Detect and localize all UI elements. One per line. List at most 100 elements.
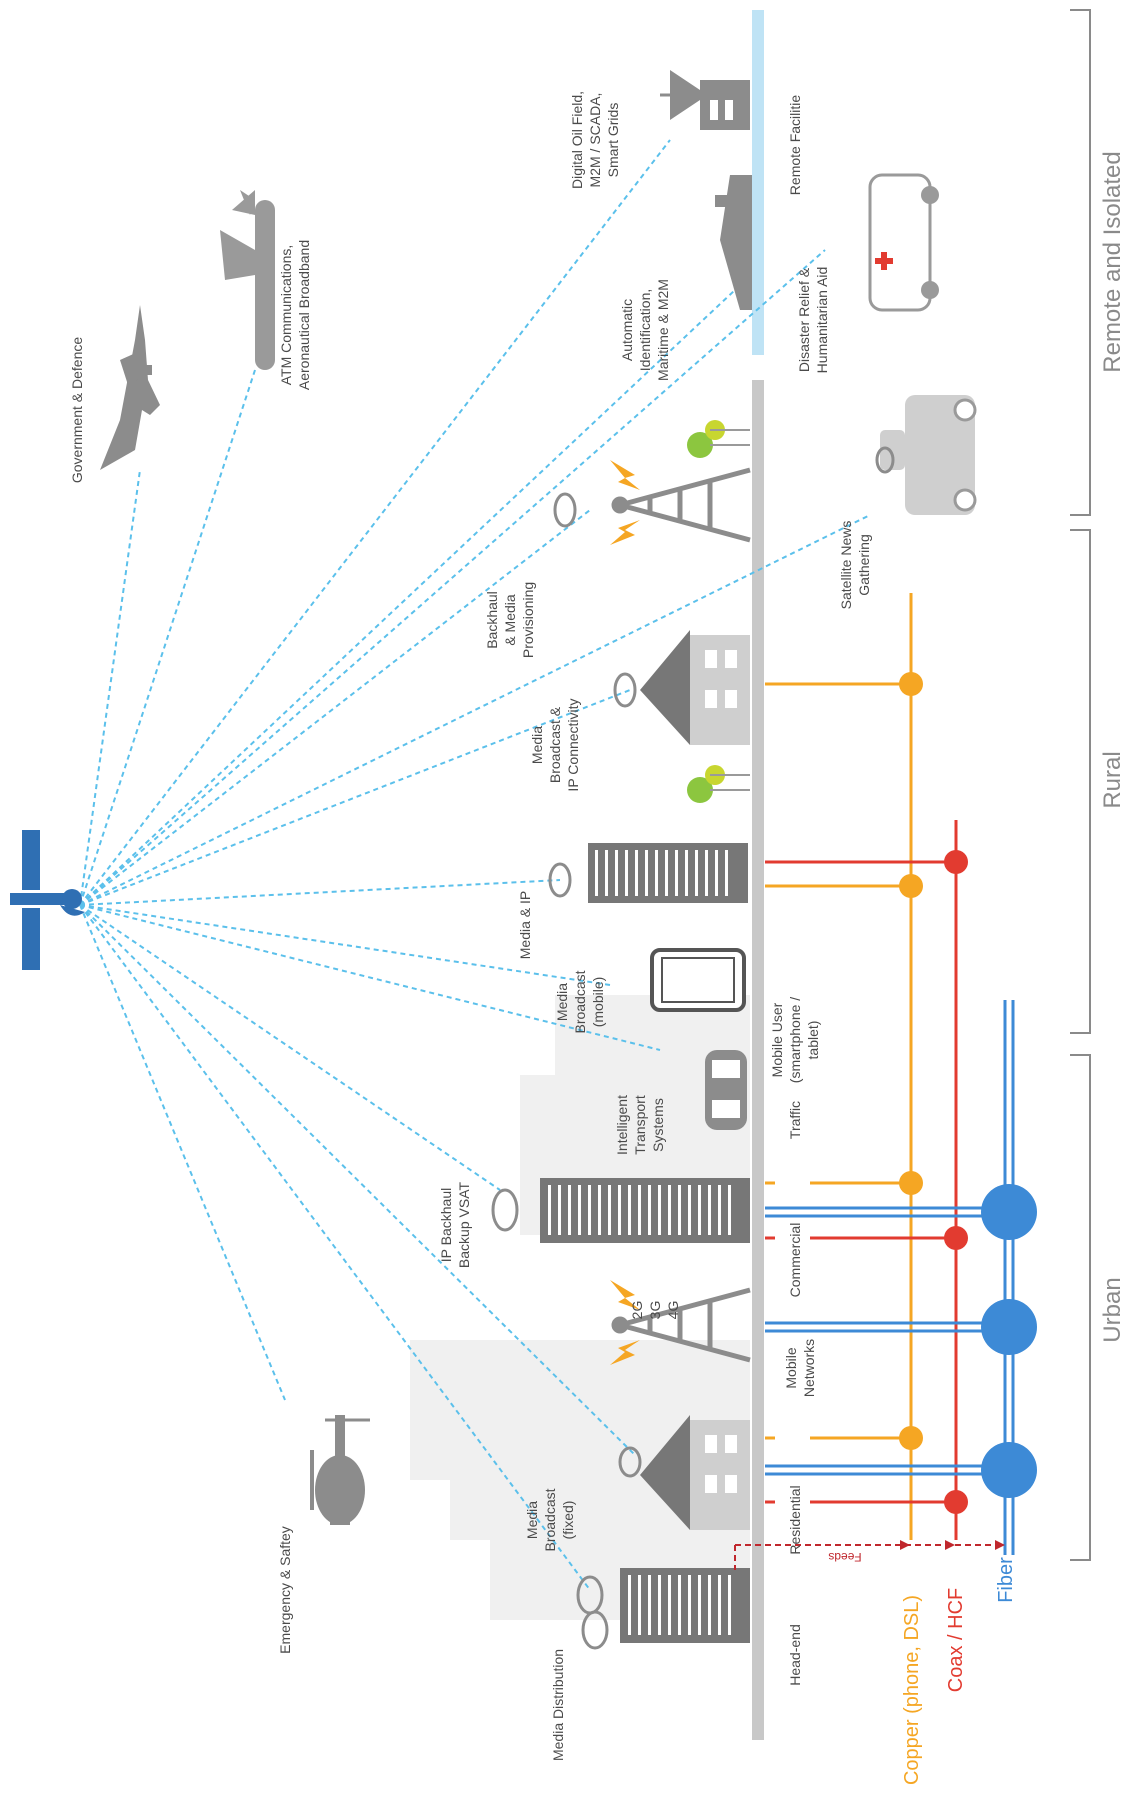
label-mobile-user: Mobile User(smartphone /tablet): [769, 997, 821, 1083]
label-line: & Media: [502, 594, 518, 646]
ambulance-icon: [868, 173, 939, 312]
label-gov: Government & Defence: [69, 337, 85, 484]
zone-remote: Remote and Isolated: [1099, 151, 1126, 372]
label-line: Intelligent: [614, 1095, 630, 1155]
label-oil: Digital Oil Field,M2M / SCADA,Smart Grid…: [569, 91, 621, 189]
label-line: (mobile): [590, 977, 606, 1028]
label-line: Media & IP: [517, 891, 533, 959]
label-line: IP Connectivity: [565, 698, 581, 791]
label-line: Media: [524, 1501, 540, 1539]
lightning-icon: [610, 460, 640, 490]
label-line: M2M / SCADA,: [587, 93, 603, 188]
label-line: ATM Communications,: [278, 245, 294, 386]
label-line: Media Distribution: [550, 1649, 566, 1761]
label-line: IP Backhaul: [438, 1188, 454, 1262]
label-line: 3G: [647, 1301, 663, 1320]
building-icon: [588, 843, 748, 903]
label-line: Maritime & M2M: [655, 279, 671, 381]
label-line: Backhaul: [484, 591, 500, 649]
label-line: Head-end: [787, 1624, 803, 1686]
ship-icon: [715, 175, 752, 310]
label-line: Emergency & Saftey: [277, 1526, 293, 1654]
label-atm: ATM Communications,Aeronautical Broadban…: [278, 240, 312, 390]
label-line: (smartphone /: [787, 997, 803, 1083]
legend-fiber: Fiber: [995, 1557, 1017, 1603]
tree-icon: [687, 420, 750, 803]
label-remote-fac: Remote Facilitie: [787, 95, 803, 196]
oil-rig-icon: [660, 70, 750, 130]
house-icon: [640, 630, 750, 745]
satellite-icon: [10, 830, 85, 970]
label-line: Disaster Relief &: [796, 267, 812, 372]
label-line: Aeronautical Broadband: [296, 240, 312, 390]
satellite-links: [79, 139, 871, 1591]
lightning-icon: [610, 1280, 640, 1310]
phone-icon: [650, 948, 746, 1012]
label-line: Backup VSAT: [456, 1182, 472, 1269]
label-line: Mobile User: [769, 1002, 785, 1077]
zone-rural: Rural: [1099, 751, 1126, 808]
feeds-arrow: [734, 1544, 1000, 1570]
helicopter-icon: [310, 1415, 370, 1525]
label-line: Residential: [787, 1485, 803, 1554]
label-line: Gathering: [856, 534, 872, 595]
label-line: Government & Defence: [69, 337, 85, 484]
label-line: (fixed): [560, 1501, 576, 1540]
label-line: Commercial: [787, 1223, 803, 1298]
label-residential: Residential: [787, 1485, 803, 1554]
label-media-ip: Media & IP: [517, 891, 533, 959]
label-line: Broadcast: [542, 1488, 558, 1551]
label-line: Traffic: [787, 1101, 803, 1139]
lightning-icon: [610, 1340, 640, 1365]
jet-icon: [100, 305, 160, 470]
copper-network: [765, 593, 913, 1540]
building-icon: [620, 1568, 750, 1643]
label-emergency: Emergency & Saftey: [277, 1526, 293, 1654]
label-line: Identification,: [637, 289, 653, 372]
zone-urban: Urban: [1099, 1277, 1126, 1342]
copper-junction: [899, 672, 923, 1450]
dish-icon: [491, 446, 895, 1650]
coax-network: [765, 820, 958, 1540]
airliner-icon: [220, 190, 275, 370]
label-line: 2G: [629, 1301, 645, 1320]
label-line: Transport: [632, 1095, 648, 1155]
tower-icon: [611, 467, 751, 543]
label-line: Networks: [801, 1339, 817, 1397]
label-line: Smart Grids: [605, 103, 621, 178]
legend-coax: Coax / HCF: [945, 1588, 967, 1692]
label-disaster: Disaster Relief &Humanitarian Aid: [796, 267, 830, 374]
label-line: Mobile: [783, 1347, 799, 1388]
legend-copper: Copper (phone, DSL): [901, 1595, 923, 1785]
news-van-icon: [880, 395, 977, 515]
label-headend: Head-end: [787, 1624, 803, 1686]
label-media-dist: Media Distribution: [550, 1649, 566, 1761]
house-icon: [640, 1415, 750, 1530]
lightning-icon: [610, 520, 640, 545]
label-line: Media: [554, 983, 570, 1021]
car-icon: [705, 1050, 747, 1130]
label-line: 4G: [665, 1301, 681, 1320]
ground-strip: [752, 380, 764, 1740]
fiber-junction: [981, 1184, 1037, 1498]
sea-strip: [752, 10, 764, 355]
label-traffic: Traffic: [787, 1101, 803, 1139]
feeds-arrowhead: [900, 1540, 1005, 1550]
building-icon: [540, 1178, 750, 1243]
label-line: Humanitarian Aid: [814, 267, 830, 374]
label-line: Satellite News: [838, 521, 854, 610]
label-line: tablet): [805, 1021, 821, 1060]
label-line: Provisioning: [520, 582, 536, 658]
label-line: Automatic: [619, 299, 635, 361]
label-commercial: Commercial: [787, 1223, 803, 1298]
label-line: Digital Oil Field,: [569, 91, 585, 189]
